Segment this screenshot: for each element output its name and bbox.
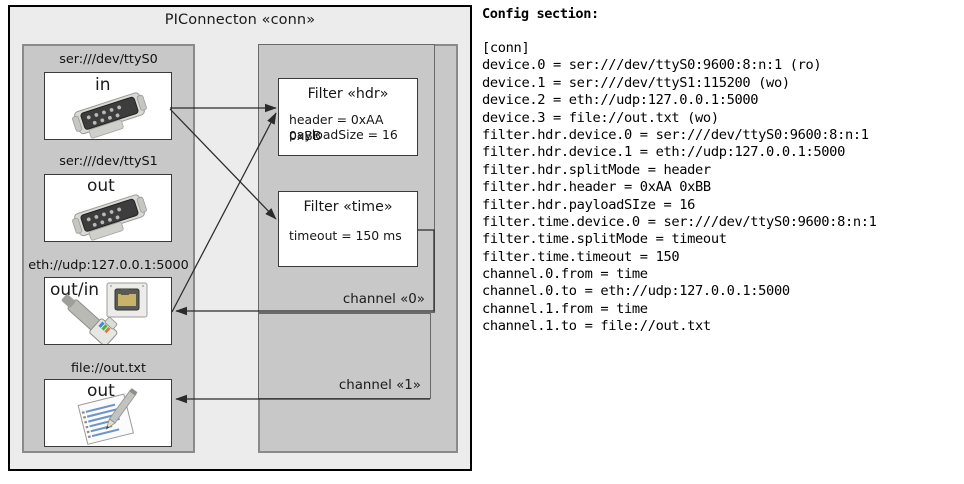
- config-line: device.3 = file://out.txt (wo): [482, 109, 719, 126]
- config-line: channel.1.from = time: [482, 300, 648, 317]
- channel-label-1: channel «1»: [338, 378, 421, 393]
- filter-card-hdr-prop-payloadsize: payloadSize = 16: [289, 127, 398, 142]
- config-line: filter.hdr.device.1 = eth://udp:127.0.0.…: [482, 144, 845, 161]
- serial-db9-connector-icon: [72, 92, 147, 139]
- filter-card-hdr-title: Filter «hdr»: [307, 86, 389, 102]
- config-line: device.1 = ser:///dev/ttyS1:115200 (wo): [482, 74, 790, 91]
- filter-card-time-prop-timeout: timeout = 150 ms: [289, 228, 402, 243]
- config-line: filter.time.timeout = 150: [482, 248, 680, 265]
- device-label-ttyS0: ser:///dev/ttyS0: [59, 52, 158, 67]
- text-file-pencil-icon: [77, 388, 138, 445]
- config-line: filter.time.device.0 = ser:///dev/ttyS0:…: [482, 213, 877, 230]
- filter-card-hdr-prop-header: header = 0xAA 0xBB: [289, 112, 384, 143]
- device-io-file: out: [87, 381, 115, 401]
- config-lines: [conn]device.0 = ser:///dev/ttyS0:9600:8…: [482, 40, 958, 336]
- serial-db9-connector-icon: [72, 194, 147, 241]
- config-line: channel.0.from = time: [482, 266, 648, 283]
- filter-card-hdr-overlay[interactable]: Filter «hdr» header = 0xAA 0xBB payloadS…: [278, 78, 418, 156]
- filter-card-time-overlay[interactable]: Filter «time» timeout = 150 ms: [278, 191, 418, 267]
- device-io-ttyS0: in: [95, 75, 111, 95]
- device-label-eth: eth://udp:127.0.0.1:5000: [28, 258, 189, 273]
- channel-label-0: channel «0»: [342, 292, 425, 307]
- config-heading: Config section:: [482, 6, 599, 22]
- device-card-file[interactable]: out: [44, 379, 172, 447]
- config-line: [conn]: [482, 40, 530, 56]
- config-line: filter.hdr.splitMode = header: [482, 161, 711, 178]
- diagram-title: PIConnecton «conn»: [164, 12, 316, 28]
- device-io-eth: out/in: [50, 280, 100, 300]
- config-line: filter.time.splitMode = timeout: [482, 231, 727, 248]
- device-label-file: file://out.txt: [70, 361, 147, 376]
- config-line: channel.0.to = eth://udp:127.0.0.1:5000: [482, 283, 790, 300]
- config-line: device.2 = eth://udp:127.0.0.1:5000: [482, 92, 759, 109]
- config-panel: Config section: [conn]device.0 = ser:///…: [482, 6, 958, 378]
- config-line: filter.hdr.payloadSIze = 16: [482, 196, 696, 213]
- ethernet-rj45-icon: [61, 282, 148, 344]
- device-card-ttyS0[interactable]: in: [44, 72, 172, 140]
- config-line: channel.1.to = file://out.txt: [482, 318, 711, 335]
- config-line: device.0 = ser:///dev/ttyS0:9600:8:n:1 (…: [482, 57, 822, 74]
- device-label-ttyS1: ser:///dev/ttyS1: [59, 154, 158, 169]
- filter-card-time-title: Filter «time»: [303, 199, 393, 215]
- config-line: filter.hdr.header = 0xAA 0xBB: [482, 179, 711, 196]
- device-io-ttyS1: out: [87, 176, 115, 196]
- device-card-eth[interactable]: out/in: [44, 277, 172, 345]
- config-line: filter.hdr.device.0 = ser:///dev/ttyS0:9…: [482, 126, 869, 143]
- channel-box-1[interactable]: channel «1»: [258, 313, 431, 399]
- device-card-ttyS1[interactable]: out: [44, 174, 172, 242]
